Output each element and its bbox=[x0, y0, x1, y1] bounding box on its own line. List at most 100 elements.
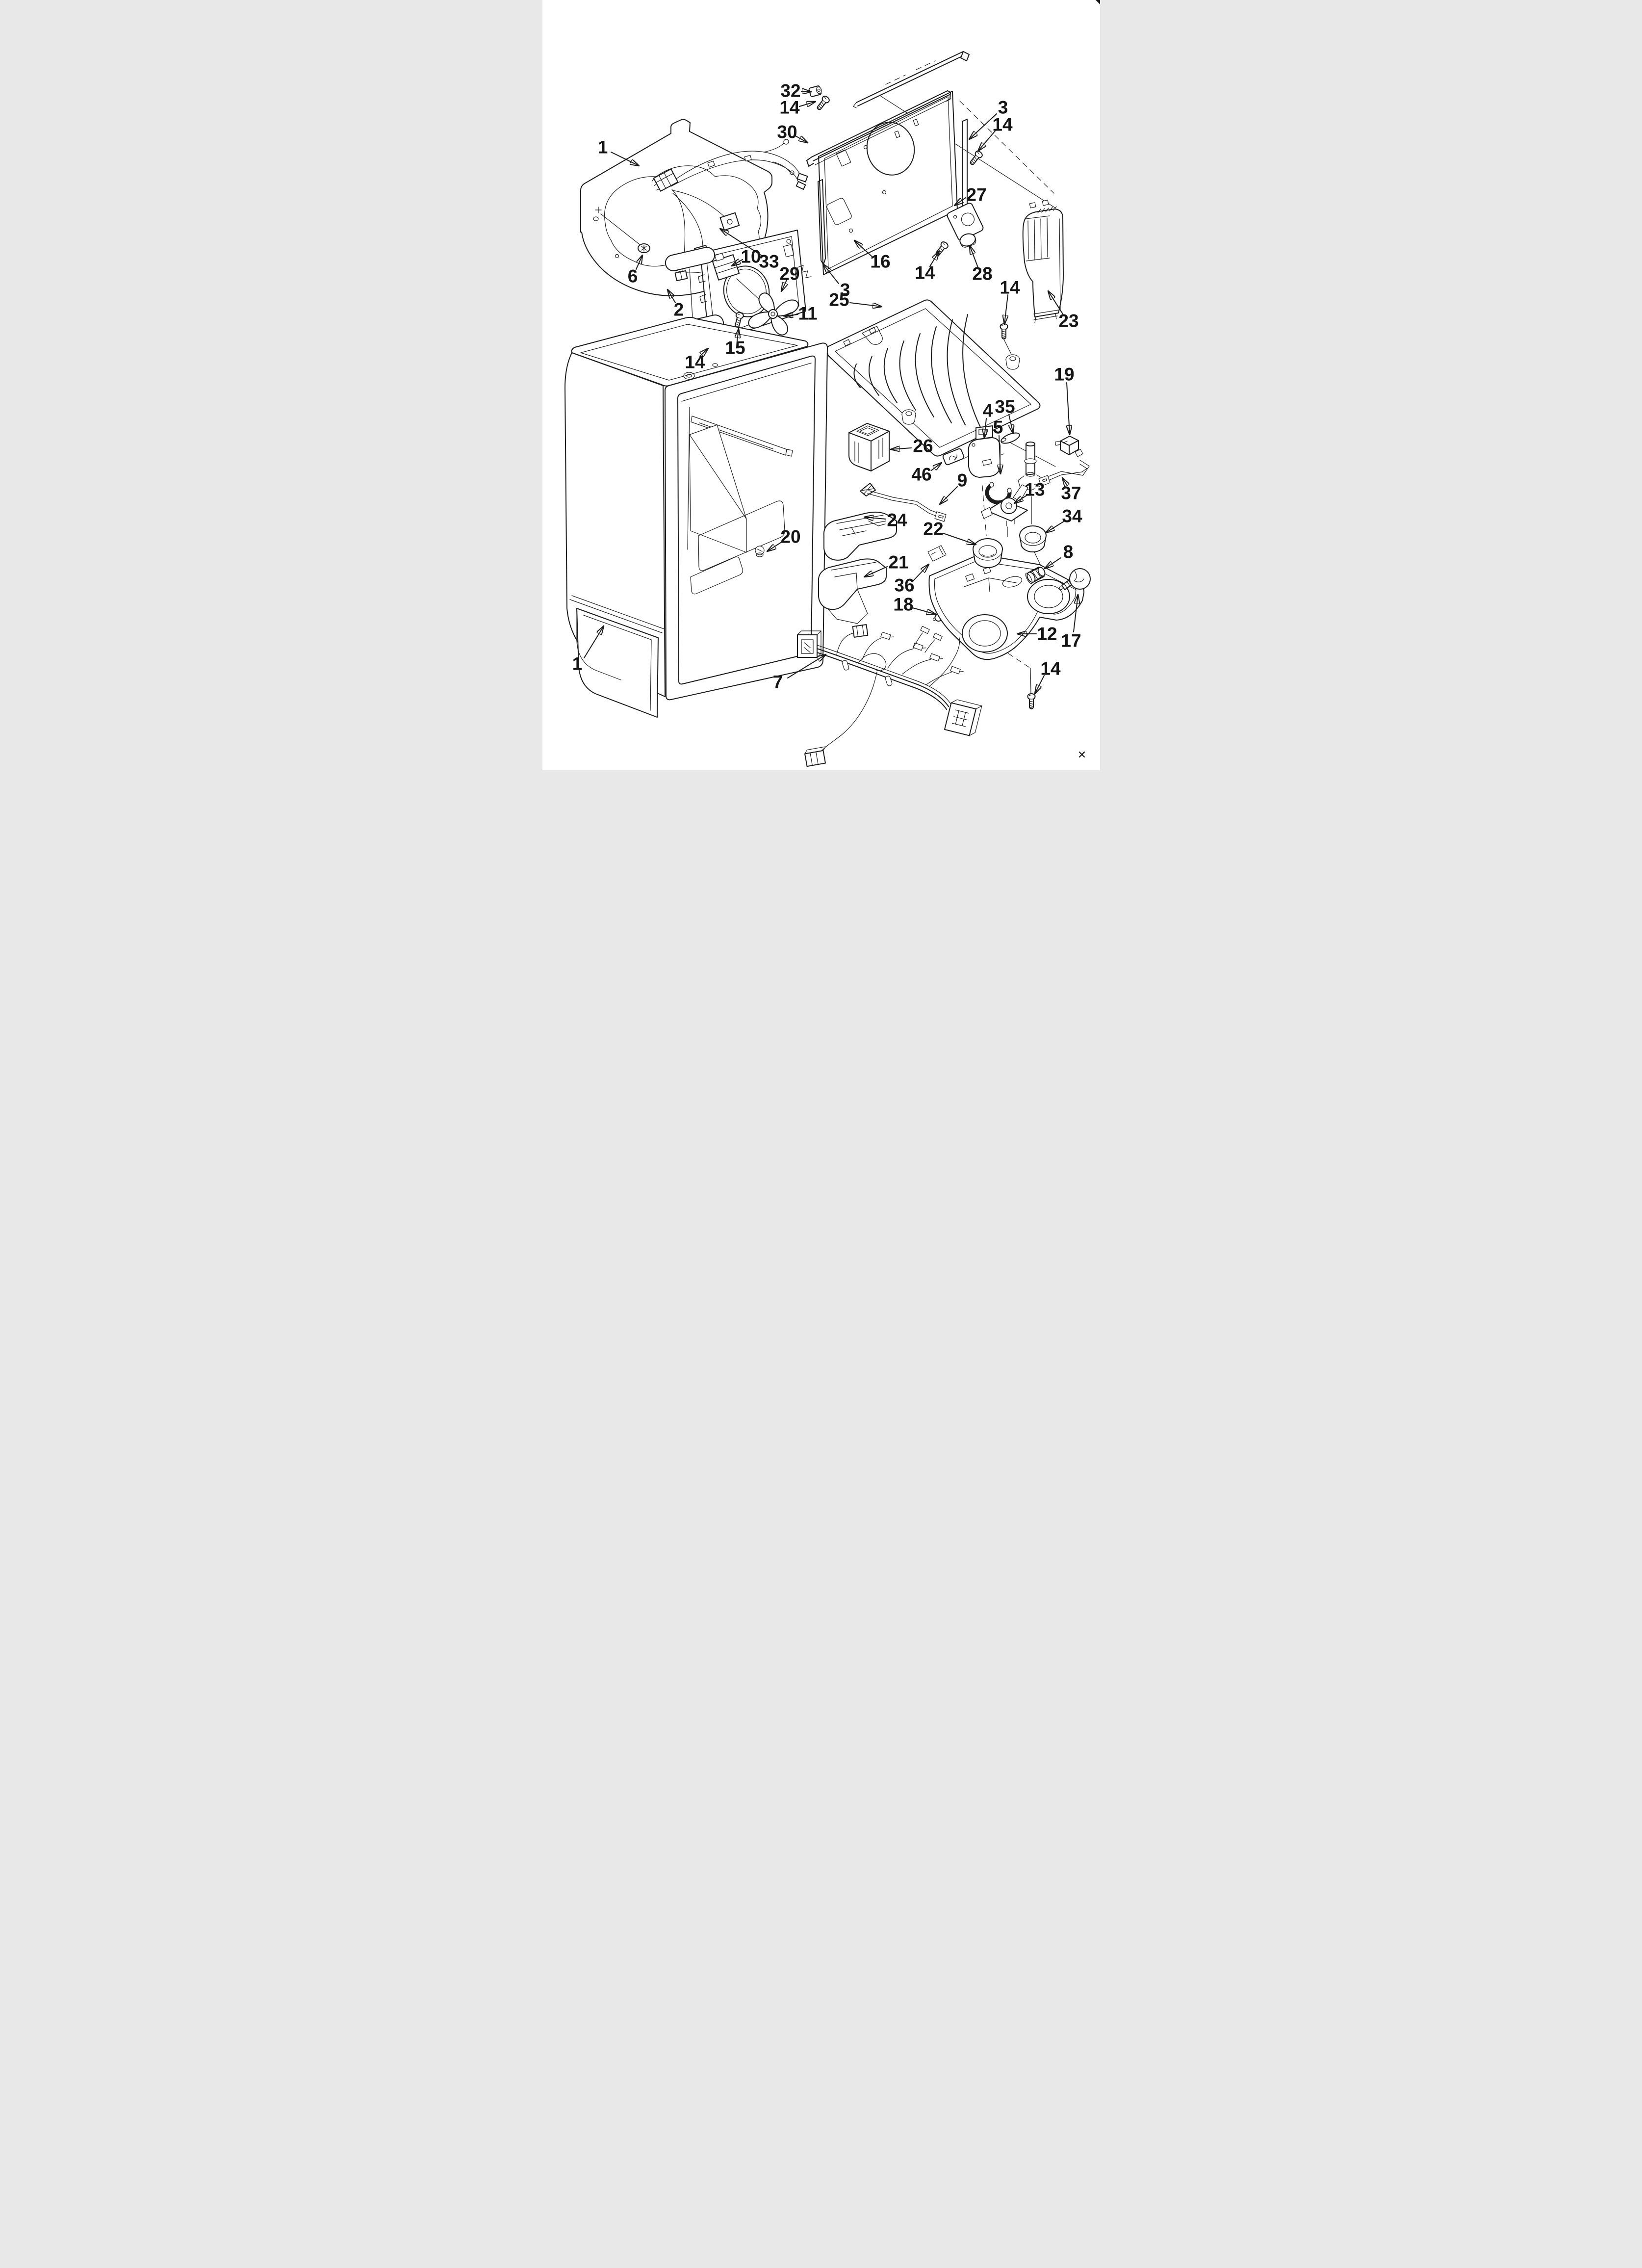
leader-arrow bbox=[1062, 478, 1067, 486]
leader-arrow bbox=[999, 435, 1001, 474]
leader-arrow bbox=[1014, 495, 1027, 503]
print-marks: ✕ bbox=[1077, 0, 1100, 761]
grommet-6 bbox=[637, 243, 650, 253]
bottom-pan bbox=[576, 608, 659, 718]
part-number-label: 14 bbox=[1000, 278, 1020, 298]
callout-3: 3 bbox=[969, 98, 1008, 140]
part-number-label: 27 bbox=[966, 185, 986, 205]
screw-14 bbox=[967, 149, 984, 167]
part-number-label: 21 bbox=[888, 552, 908, 573]
part-number-label: 33 bbox=[759, 252, 779, 272]
part-number-label: 1 bbox=[572, 654, 582, 674]
leader-arrow bbox=[969, 113, 997, 139]
leader-arrow bbox=[795, 135, 808, 143]
part-number-label: 23 bbox=[1058, 311, 1078, 331]
callout-35: 35 bbox=[995, 397, 1015, 434]
callout-15: 15 bbox=[725, 329, 745, 358]
part-number-label: 17 bbox=[1061, 631, 1081, 651]
callout-1: 1 bbox=[597, 137, 639, 166]
leader-arrow bbox=[798, 102, 816, 106]
part-number-label: 36 bbox=[894, 575, 914, 596]
part-number-label: 30 bbox=[777, 122, 797, 142]
part-number-label: 46 bbox=[911, 465, 931, 485]
callout-29: 29 bbox=[779, 264, 799, 292]
callout-26: 26 bbox=[891, 436, 933, 456]
leader-arrow bbox=[978, 130, 996, 151]
leader-arrow bbox=[737, 329, 739, 341]
callout-14: 14 bbox=[685, 348, 708, 372]
leader-arrow bbox=[610, 152, 639, 166]
registration-cross: ✕ bbox=[1077, 749, 1086, 761]
wiring-harness-33 bbox=[651, 139, 808, 282]
callout-30: 30 bbox=[777, 122, 808, 143]
part-number-label: 3 bbox=[998, 98, 1008, 118]
leader-arrow bbox=[912, 607, 936, 614]
callout-3: 3 bbox=[823, 264, 850, 300]
leader-arrow bbox=[1009, 414, 1013, 434]
leader-arrow bbox=[667, 289, 676, 303]
rear-panel-assembly bbox=[806, 51, 1056, 275]
grommet-20 bbox=[754, 546, 765, 557]
corner-tick bbox=[1095, 0, 1100, 4]
callout-10: 10 bbox=[732, 247, 761, 267]
part-number-label: 24 bbox=[887, 510, 907, 530]
clip-cross bbox=[594, 207, 602, 213]
callout-13: 13 bbox=[1014, 480, 1045, 504]
callout-11: 11 bbox=[784, 304, 817, 324]
callout-9: 9 bbox=[940, 470, 967, 505]
cup-34 bbox=[1019, 525, 1047, 552]
leader-arrow bbox=[1067, 382, 1070, 435]
part-number-label: 25 bbox=[829, 290, 849, 310]
part-number-label: 19 bbox=[1054, 365, 1074, 385]
leader-arrow bbox=[864, 566, 888, 577]
callout-36: 36 bbox=[894, 564, 929, 596]
screw-14 bbox=[1000, 323, 1008, 339]
rear-panel-16 bbox=[818, 91, 958, 275]
leader-arrow bbox=[929, 251, 939, 267]
part-number-label: 2 bbox=[673, 300, 684, 320]
liner-cabinet bbox=[564, 316, 828, 718]
leader-arrow bbox=[942, 533, 976, 545]
part-number-label: 22 bbox=[923, 519, 943, 539]
part-number-label: 26 bbox=[913, 436, 933, 456]
bracket-26 bbox=[848, 423, 890, 471]
part-number-label: 20 bbox=[780, 527, 800, 547]
part-number-label: 6 bbox=[627, 266, 638, 287]
part-number-label: 14 bbox=[685, 352, 705, 372]
leader-arrow bbox=[864, 517, 886, 519]
defrost-timer-4 bbox=[963, 425, 1004, 478]
bracket-strip-9 bbox=[859, 483, 947, 522]
lamp-socket-8 bbox=[1025, 566, 1046, 584]
cup-22 bbox=[972, 538, 1003, 568]
part-number-label: 10 bbox=[741, 247, 761, 267]
callout-4: 4 bbox=[982, 401, 993, 439]
leader-arrow bbox=[970, 245, 978, 268]
part-number-label: 7 bbox=[772, 672, 783, 692]
callout-19: 19 bbox=[1054, 365, 1074, 435]
callout-32: 32 bbox=[780, 81, 811, 101]
leader-arrow bbox=[984, 418, 986, 438]
part-number-label: 15 bbox=[725, 338, 745, 358]
leader-arrow bbox=[720, 229, 762, 256]
panel-hole bbox=[592, 216, 599, 221]
callout-20: 20 bbox=[767, 527, 800, 552]
part-number-label: 9 bbox=[957, 470, 967, 491]
interior-wedge bbox=[689, 424, 747, 553]
leader-arrow bbox=[732, 260, 743, 266]
callout-14: 14 bbox=[978, 115, 1012, 152]
callout-7: 7 bbox=[772, 654, 825, 692]
multi-pin-connector bbox=[651, 168, 678, 192]
gasket-strip-3-left bbox=[817, 179, 826, 265]
callout-5: 5 bbox=[993, 417, 1003, 474]
leader-arrow bbox=[781, 280, 787, 291]
leader-arrow bbox=[1004, 294, 1008, 324]
part-number-label: 16 bbox=[870, 252, 890, 272]
callout-21: 21 bbox=[864, 552, 908, 577]
callout-33: 33 bbox=[720, 229, 779, 272]
wire-harness-7 bbox=[796, 624, 982, 767]
screw-14 bbox=[1027, 693, 1035, 709]
part-number-label: 12 bbox=[1037, 624, 1057, 644]
callout-14: 14 bbox=[915, 251, 939, 283]
callout-14: 14 bbox=[1035, 659, 1060, 694]
callout-37: 37 bbox=[1061, 478, 1081, 503]
